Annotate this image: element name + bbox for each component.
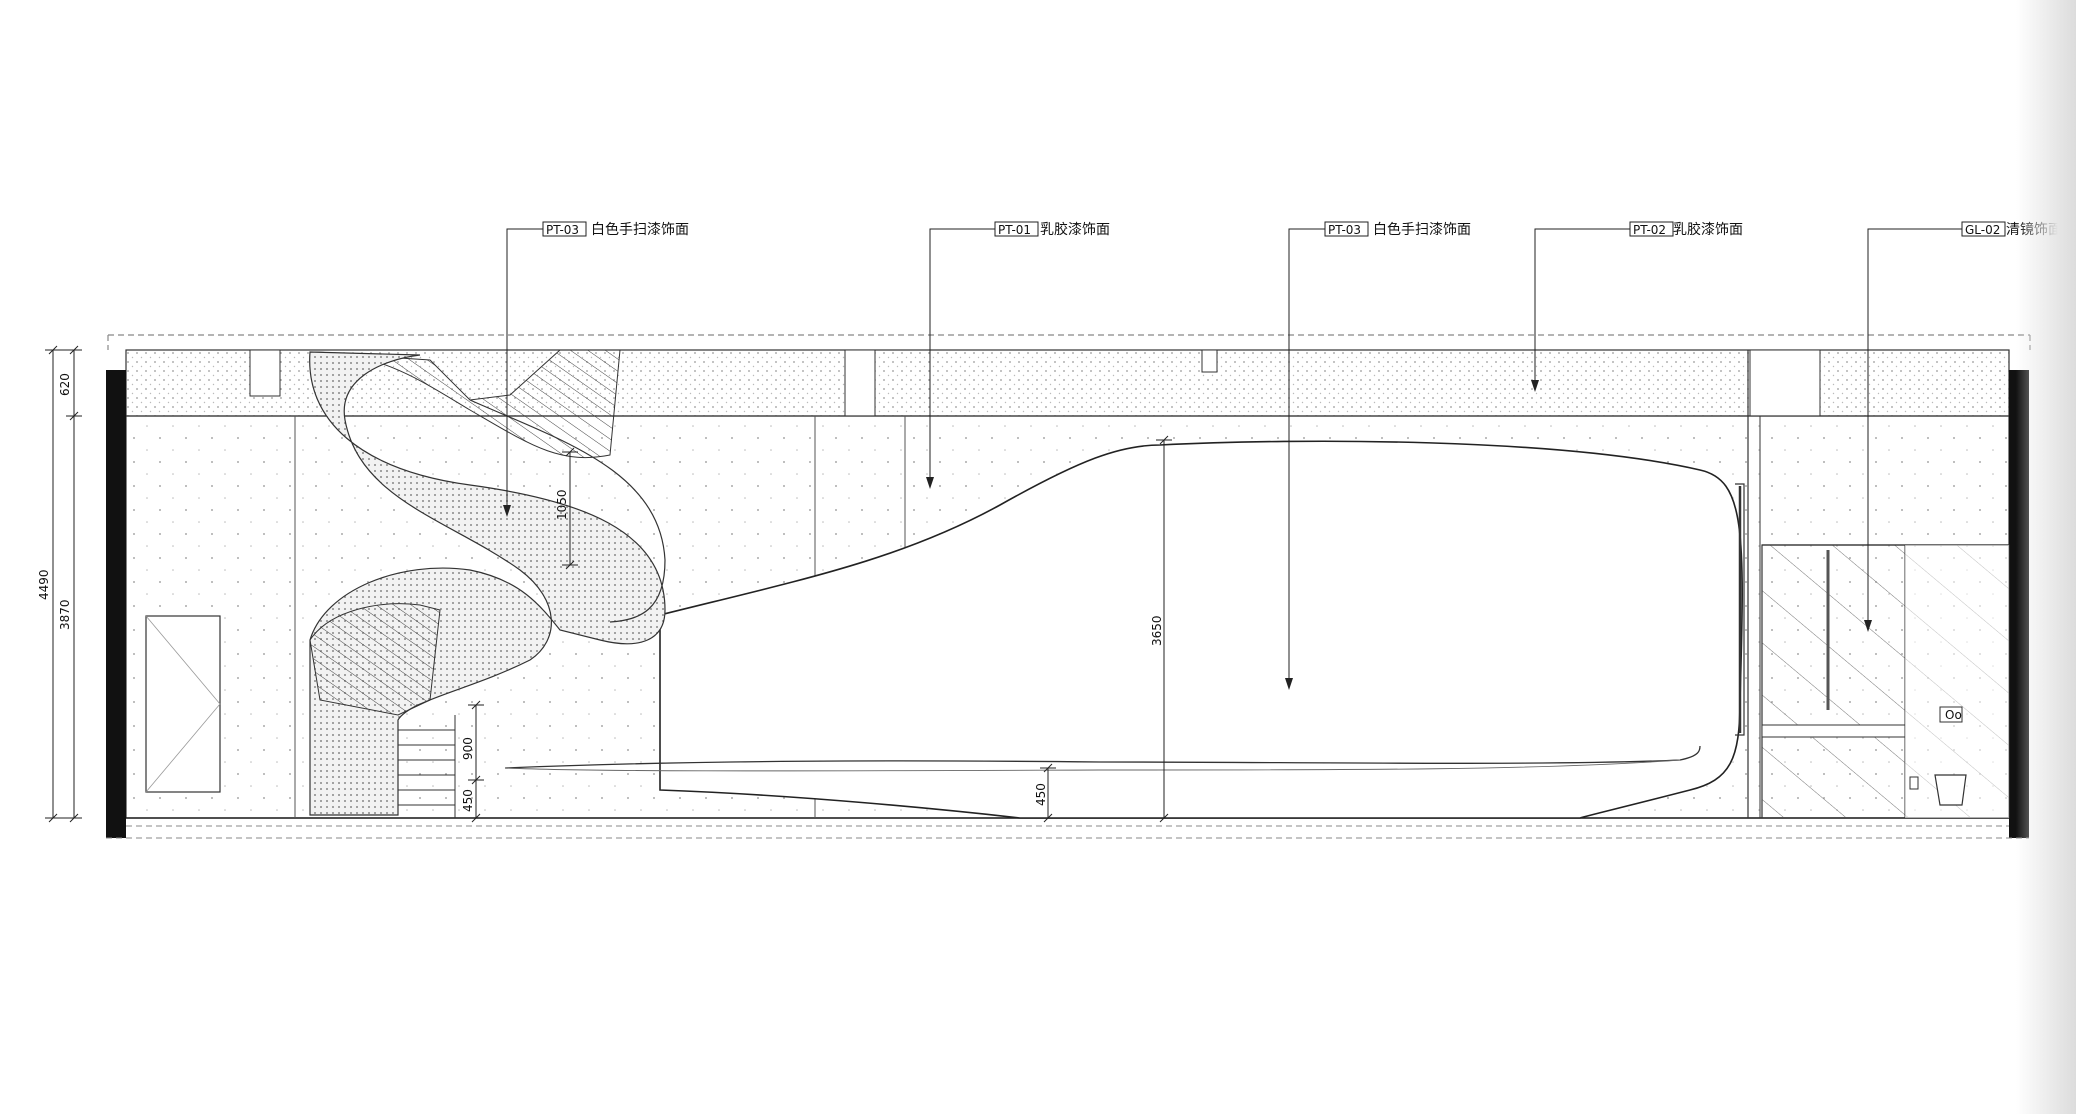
dim-slide-high: 3650 [1150, 615, 1164, 646]
mirror-panel: Oo [1761, 544, 2010, 819]
callout-1: PT-03 白色手扫漆饰面 [503, 221, 689, 517]
dim-slide-low: 450 [1034, 783, 1048, 806]
slide-low-dimension [1040, 763, 1056, 823]
left-dimension-chain [45, 345, 82, 823]
waste-bin-icon [1934, 774, 1967, 806]
dim-overall-height: 4490 [37, 569, 51, 600]
callout-4: PT-02 乳胶漆饰面 [1531, 221, 1743, 392]
stair-dimension [562, 447, 578, 570]
callout-text: 乳胶漆饰面 [1040, 221, 1110, 238]
outlet-icon [1909, 776, 1919, 790]
switch-symbol: Oo [1945, 708, 1962, 722]
callout-3: PT-03 白色手扫漆饰面 [1285, 221, 1471, 690]
dim-step-small: 450 [461, 789, 475, 812]
dim-wall-height: 3870 [58, 599, 72, 630]
spiral-stair [309, 349, 666, 818]
rail-dimension [468, 700, 484, 823]
ceiling-soffit [249, 349, 281, 397]
wall-panel [145, 615, 221, 793]
callout-code: GL-02 [1965, 223, 2000, 237]
ceiling-soffit [844, 349, 876, 417]
slide-high-dimension [1156, 435, 1172, 823]
ceiling-outline [107, 334, 2031, 350]
callout-code: PT-03 [546, 223, 579, 237]
callout-code: PT-03 [1328, 223, 1361, 237]
callout-2: PT-01 乳胶漆饰面 [926, 221, 1110, 489]
ceiling-soffit [1201, 349, 1218, 373]
ceiling-soffit [1749, 349, 1821, 417]
dim-ceiling-zone: 620 [58, 373, 72, 396]
dim-rail-height: 900 [461, 737, 475, 760]
callout-code: PT-02 [1633, 223, 1666, 237]
callout-code: PT-01 [998, 223, 1031, 237]
stair-treads [398, 715, 456, 818]
dim-stair-rise: 1050 [555, 489, 569, 520]
switch-plate [1939, 706, 1963, 723]
slide [504, 440, 1745, 819]
callout-text: 乳胶漆饰面 [1673, 221, 1743, 238]
callout-text: 白色手扫漆饰面 [591, 221, 689, 238]
floor-line [106, 817, 2029, 839]
callout-text: 白色手扫漆饰面 [1373, 221, 1471, 238]
page-edge-shadow [2016, 0, 2076, 1114]
left-wall-section [106, 370, 126, 838]
